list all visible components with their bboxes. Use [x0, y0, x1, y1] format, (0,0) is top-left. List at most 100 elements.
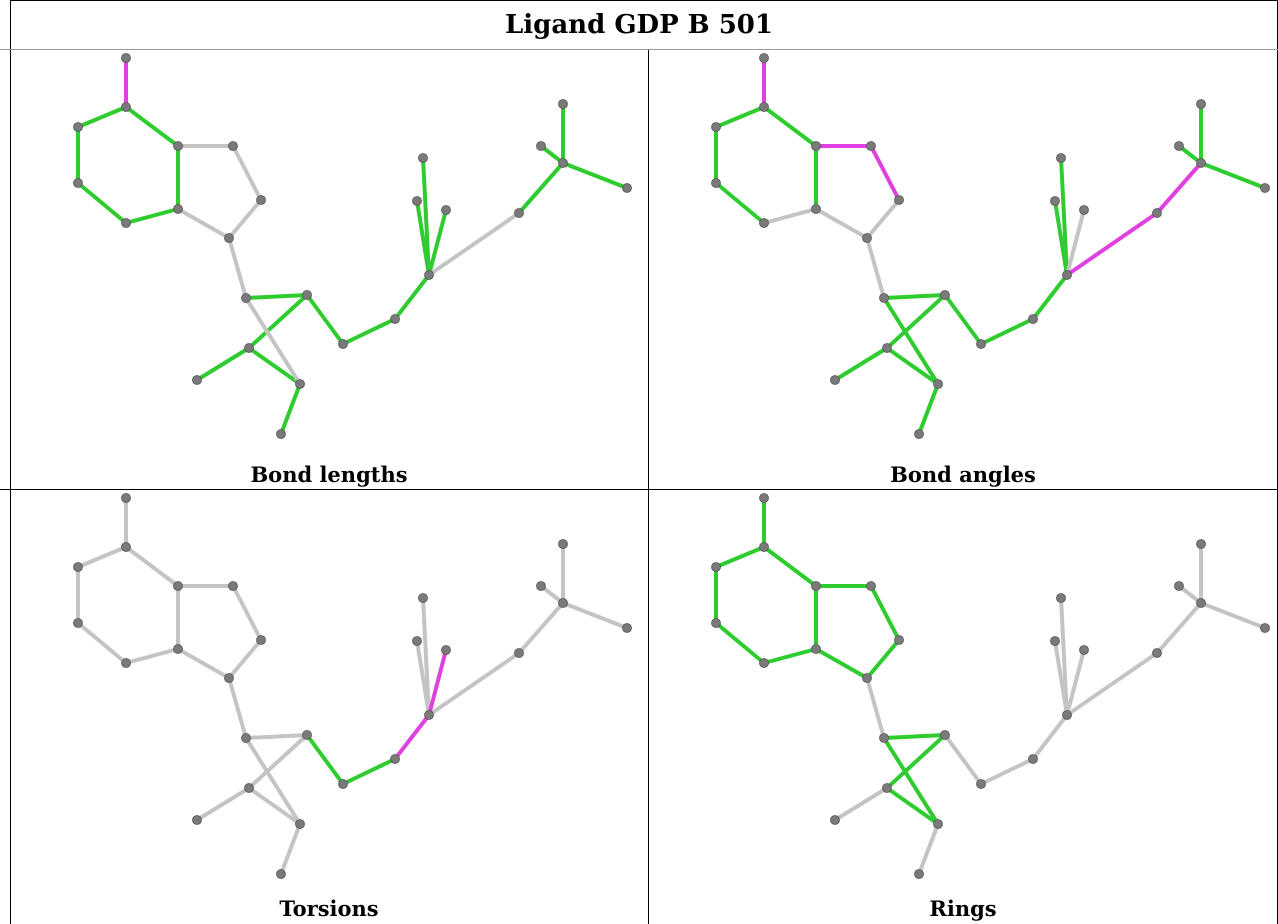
atom-25: [622, 623, 632, 633]
bond-16-17: [979, 317, 1035, 346]
atom-21: [441, 645, 451, 655]
bond-13-10: [244, 296, 302, 386]
bond-10-11: [244, 293, 309, 300]
panel-caption-bond-angles: Bond angles: [890, 462, 1036, 487]
atom-23: [1196, 598, 1206, 608]
bond-12-14: [833, 786, 889, 822]
atom-13: [295, 379, 305, 389]
bond-9-10: [865, 676, 886, 740]
bond-8-9: [865, 198, 901, 240]
atom-4: [121, 218, 131, 228]
atom-26: [1174, 141, 1184, 151]
bond-16-17: [979, 757, 1035, 786]
atom-15: [276, 429, 286, 439]
atom-19: [1056, 593, 1066, 603]
bond-18-22: [427, 211, 521, 277]
atom-3: [73, 618, 83, 628]
panel-caption-torsions: Torsions: [279, 896, 379, 921]
atom-12: [244, 783, 254, 793]
bond-18-20: [415, 199, 431, 277]
atom-24: [1196, 539, 1206, 549]
bond-18-20: [415, 639, 431, 717]
atom-13: [933, 819, 943, 829]
atom-10: [241, 293, 251, 303]
bond-16-17: [341, 317, 397, 346]
atom-20: [1050, 636, 1060, 646]
atom-7: [228, 141, 238, 151]
atom-3: [711, 618, 721, 628]
frame-center: [648, 50, 649, 924]
atom-18: [1062, 270, 1072, 280]
bond-11-16: [943, 733, 983, 786]
atom-0: [759, 53, 769, 63]
atom-3: [711, 178, 721, 188]
bond-12-13: [247, 786, 302, 826]
bond-22-23: [517, 601, 565, 655]
atom-22: [1152, 208, 1162, 218]
atom-22: [514, 208, 524, 218]
atom-20: [412, 196, 422, 206]
atom-16: [976, 339, 986, 349]
panel-caption-rings: Rings: [929, 896, 997, 921]
atom-20: [1050, 196, 1060, 206]
bond-8-9: [227, 198, 263, 240]
bond-4-5: [124, 647, 180, 665]
bond-11-12: [247, 293, 309, 350]
bond-8-9: [865, 638, 901, 680]
bond-6-1: [762, 545, 818, 588]
bond-17-18: [1031, 713, 1069, 761]
panel-bond-angles-drawing: [711, 53, 1270, 439]
bond-4-5: [124, 207, 180, 225]
atom-8: [894, 195, 904, 205]
atom-24: [558, 539, 568, 549]
atom-9: [224, 233, 234, 243]
bond-3-4: [714, 181, 766, 225]
bond-18-21: [1065, 208, 1086, 277]
bond-22-23: [1155, 601, 1203, 655]
atom-21: [1079, 645, 1089, 655]
bond-18-21: [427, 208, 448, 277]
bond-9-5: [814, 647, 869, 680]
bond-12-14: [195, 346, 251, 382]
figure-title: Ligand GDP B 501: [505, 10, 773, 40]
atom-11: [940, 290, 950, 300]
bond-13-15: [279, 822, 302, 876]
atom-25: [1260, 183, 1270, 193]
atom-11: [302, 730, 312, 740]
bond-12-14: [195, 786, 251, 822]
atom-2: [711, 122, 721, 132]
bond-23-25: [561, 161, 629, 190]
atom-19: [418, 153, 428, 163]
atom-8: [256, 635, 266, 645]
bond-18-19: [1059, 596, 1069, 717]
atom-6: [173, 141, 183, 151]
bond-9-10: [227, 236, 248, 300]
bond-10-11: [882, 293, 947, 300]
bond-18-22: [427, 651, 521, 717]
atom-14: [830, 375, 840, 385]
bond-22-23: [517, 161, 565, 215]
bond-3-4: [76, 621, 128, 665]
bond-18-22: [1065, 211, 1159, 277]
bond-18-20: [1053, 639, 1069, 717]
bond-16-17: [341, 757, 397, 786]
panel-torsions-drawing: [73, 493, 632, 879]
atom-9: [862, 233, 872, 243]
bond-11-12: [247, 733, 309, 790]
atom-6: [811, 581, 821, 591]
atom-10: [879, 293, 889, 303]
bond-18-21: [427, 648, 448, 717]
atom-24: [558, 99, 568, 109]
atom-13: [295, 819, 305, 829]
atom-1: [121, 102, 131, 112]
atom-10: [241, 733, 251, 743]
atom-19: [418, 593, 428, 603]
atom-7: [866, 141, 876, 151]
atom-24: [1196, 99, 1206, 109]
bond-18-19: [1059, 156, 1069, 277]
atom-8: [256, 195, 266, 205]
bond-13-10: [882, 296, 940, 386]
bond-13-15: [917, 822, 940, 876]
atom-19: [1056, 153, 1066, 163]
